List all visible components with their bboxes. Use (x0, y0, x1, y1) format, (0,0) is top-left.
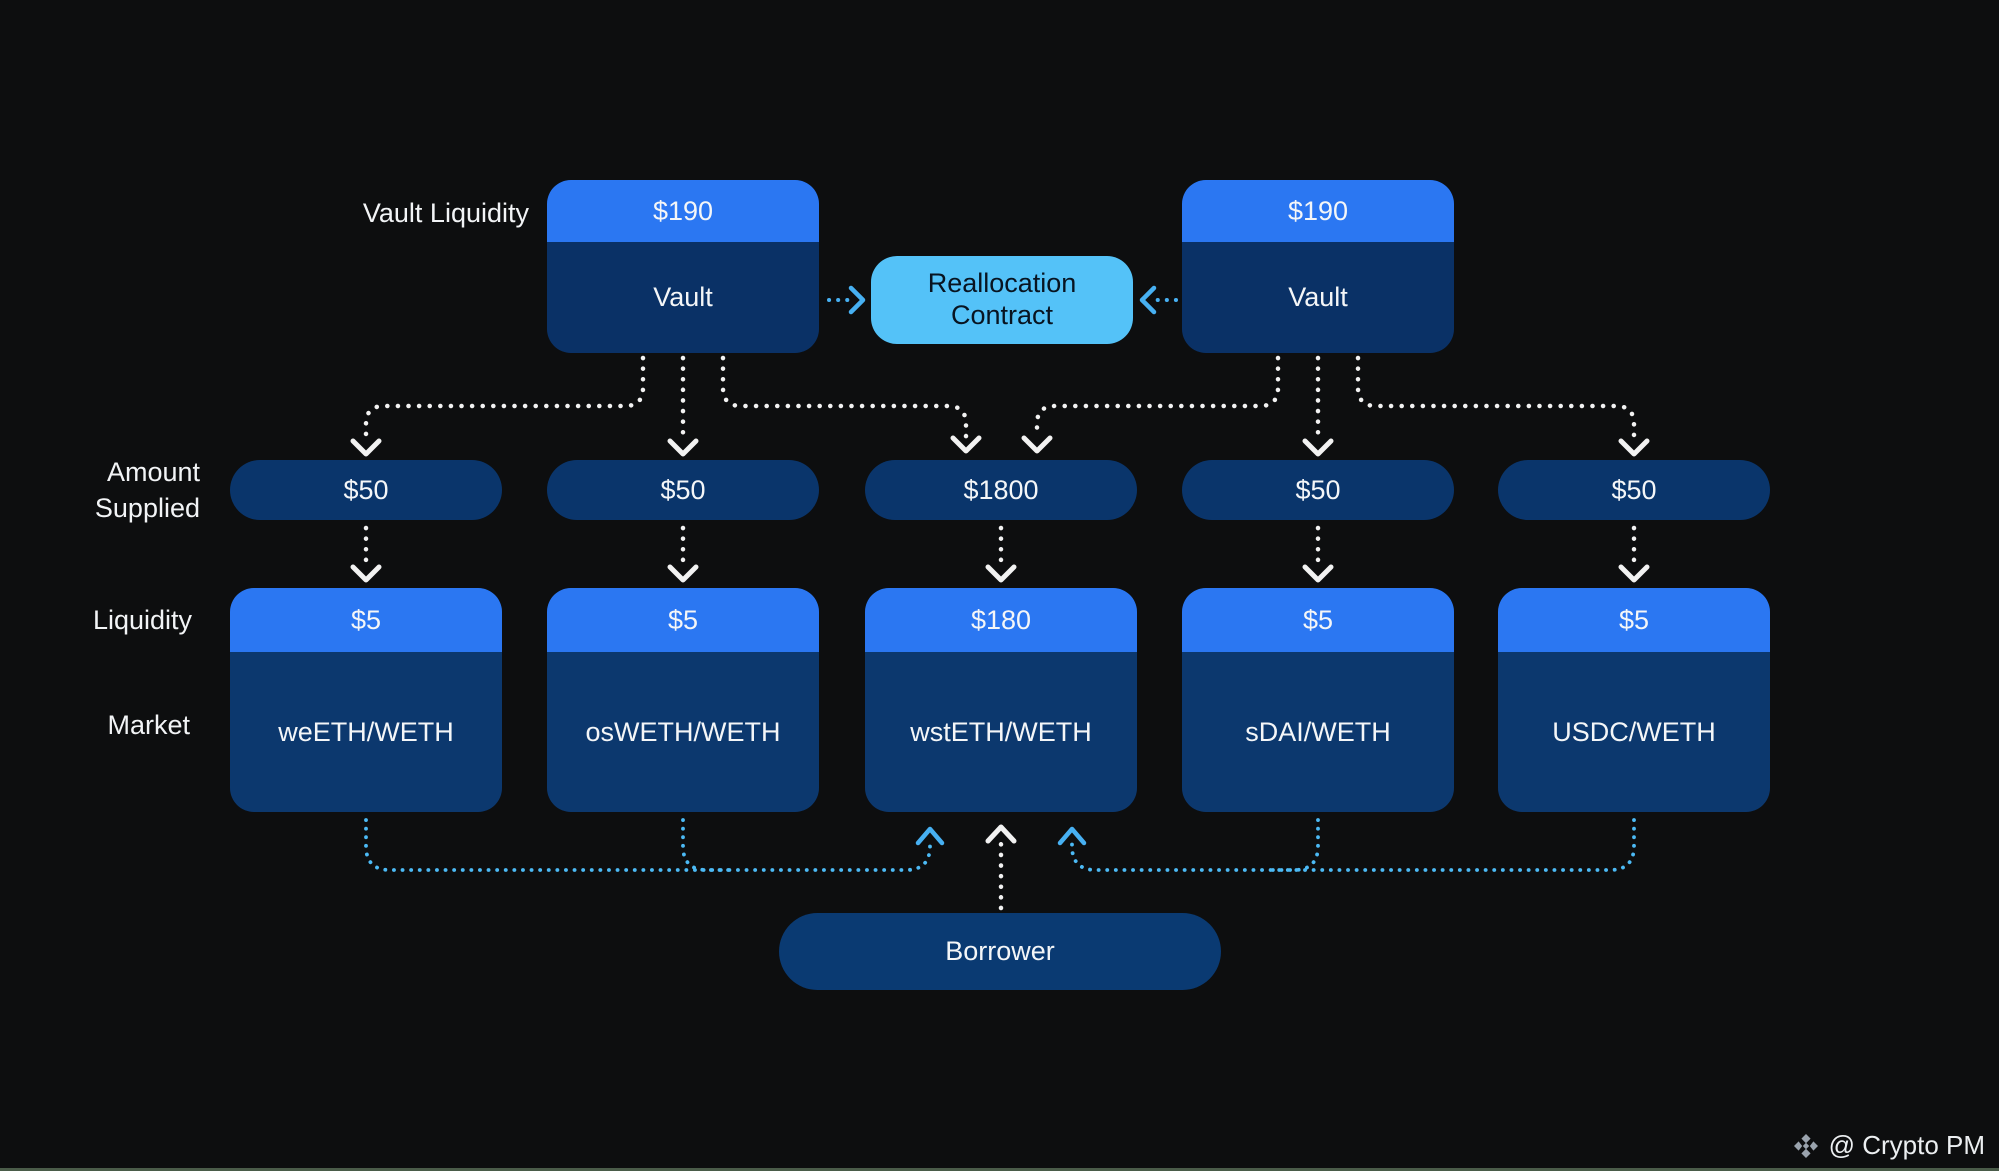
reallocation-contract-label-line1: Reallocation (927, 268, 1077, 299)
arrowhead-market-usdc (1618, 564, 1650, 583)
borrower-box: Borrower (779, 913, 1221, 990)
bottom-accent-line (0, 1168, 1999, 1171)
arrow-vaultL-to-wsteth (720, 355, 969, 441)
amount-supplied-pill-osweth: $50 (547, 460, 819, 520)
arrow-vaultR-to-wsteth (1034, 355, 1281, 441)
arrowhead-wsteth-pill-left (950, 435, 982, 454)
arrowhead-osweth-pill (667, 438, 699, 457)
market-osweth-liquidity: $5 (547, 588, 819, 652)
market-box-osweth-weth: $5 osWETH/WETH (547, 588, 819, 812)
arrowhead-borrower (985, 824, 1017, 844)
watermark-handle: @ Crypto PM (1828, 1130, 1985, 1160)
vault-left-liquidity-amount: $190 (547, 180, 819, 242)
arrowhead-wsteth-bottom-right (1057, 826, 1087, 846)
arrowhead-market-weeth (350, 564, 382, 583)
vault-left-name: Vault (653, 282, 713, 312)
arrow-usdc-to-wsteth (1070, 818, 1636, 872)
market-weeth-name: weETH/WETH (278, 716, 454, 747)
market-sdai-liquidity: $5 (1182, 588, 1454, 652)
amount-supplied-pill-sdai: $50 (1182, 460, 1454, 520)
amount-supplied-pill-usdc: $50 (1498, 460, 1770, 520)
arrow-vaultL-to-weeth (363, 355, 646, 444)
vault-right-name: Vault (1288, 282, 1348, 312)
market-usdc-liquidity: $5 (1498, 588, 1770, 652)
label-market: Market (107, 710, 190, 740)
vault-box-left: $190 Vault (547, 180, 819, 353)
watermark: @ Crypto PM (1792, 1130, 1985, 1161)
arrowhead-market-wsteth (985, 564, 1017, 583)
label-vault-liquidity: Vault Liquidity (362, 198, 529, 228)
arrow-vaultR-to-usdc (1355, 355, 1637, 444)
market-box-weeth-weth: $5 weETH/WETH (230, 588, 502, 812)
arrowhead-market-sdai (1302, 564, 1334, 583)
diamond-logo-icon (1793, 1133, 1818, 1158)
market-wsteth-name: wstETH/WETH (910, 716, 1092, 747)
reallocation-contract-box: Reallocation Contract (871, 256, 1133, 344)
arrowhead-wsteth-pill-right (1021, 435, 1053, 454)
market-wsteth-liquidity: $180 (865, 588, 1137, 652)
vault-right-liquidity-amount: $190 (1182, 180, 1454, 242)
amount-supplied-pill-wsteth: $1800 (865, 460, 1137, 520)
arrow-osweth-join (681, 818, 737, 872)
market-box-wsteth-weth: $180 wstETH/WETH (865, 588, 1137, 812)
market-box-sdai-weth: $5 sDAI/WETH (1182, 588, 1454, 812)
vault-box-right: $190 Vault (1182, 180, 1454, 353)
arrowhead-contract-left (848, 285, 866, 315)
market-usdc-name: USDC/WETH (1552, 716, 1716, 747)
market-weeth-liquidity: $5 (230, 588, 502, 652)
arrowhead-usdc-pill (1618, 438, 1650, 457)
arrow-sdai-join (1264, 818, 1320, 872)
arrowhead-market-osweth (667, 564, 699, 583)
reallocation-contract-label-line2: Contract (950, 300, 1054, 330)
label-amount-supplied: Amount Supplied (94, 457, 200, 523)
label-liquidity: Liquidity (92, 605, 192, 635)
arrowhead-contract-right (1139, 285, 1157, 315)
arrowhead-wsteth-bottom-left (915, 826, 945, 846)
market-box-usdc-weth: $5 USDC/WETH (1498, 588, 1770, 812)
amount-supplied-pill-weeth: $50 (230, 460, 502, 520)
arrowhead-sdai-pill (1302, 438, 1334, 457)
arrowhead-weeth-pill (350, 438, 382, 457)
market-sdai-name: sDAI/WETH (1245, 716, 1391, 747)
market-osweth-name: osWETH/WETH (585, 716, 781, 747)
arrow-weeth-to-wsteth (364, 818, 932, 872)
